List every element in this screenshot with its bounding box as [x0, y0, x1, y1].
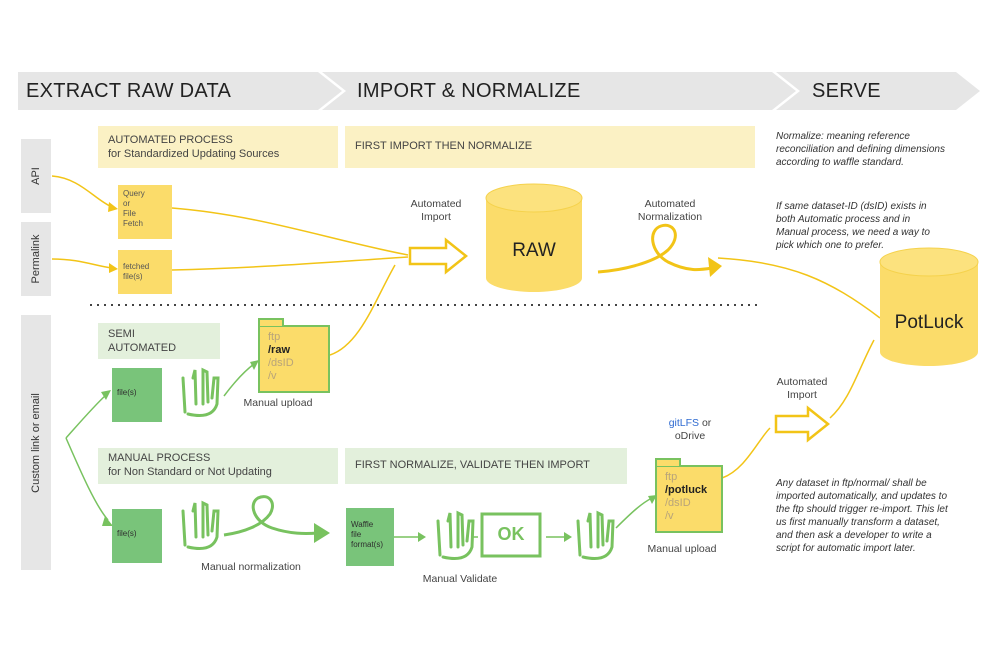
phase-chevron-serve: [776, 72, 980, 110]
hand-icon-manual: [181, 500, 220, 551]
semi-label-line1: SEMI: [108, 328, 135, 340]
potluck-folder-tab: [655, 458, 681, 466]
semi-file-doc: file(s): [112, 368, 162, 422]
manual-upload-label-1: Manual upload: [243, 397, 313, 409]
first-normalize-box: FIRST NORMALIZE, VALIDATE THEN IMPORT: [345, 448, 627, 484]
first-import-label: FIRST IMPORT THEN NORMALIZE: [355, 140, 533, 152]
hand-icon-validate: [436, 510, 475, 561]
potluck-folder: ftp /potluck /dsID /v: [655, 465, 723, 533]
first-import-box: FIRST IMPORT THEN NORMALIZE: [345, 126, 755, 168]
side-label-custom: Custom link or email: [21, 315, 51, 570]
api-to-query-arrow: [51, 175, 113, 208]
phase-extract-label: EXTRACT RAW DATA: [26, 80, 232, 102]
semi-label-line2: AUTOMATED: [108, 342, 177, 354]
manual-process-subtitle: for Non Standard or Not Updating: [108, 466, 272, 478]
phase-chevron-import: [322, 72, 796, 110]
ok-box: [480, 512, 542, 558]
manual-process-title: MANUAL PROCESS: [108, 452, 211, 464]
automated-process-title: AUTOMATED PROCESS: [108, 134, 233, 146]
first-normalize-label: FIRST NORMALIZE, VALIDATE THEN IMPORT: [355, 459, 590, 471]
potluck-cylinder-label: PotLuck: [894, 312, 964, 333]
manual-normalization-label: Manual normalization: [201, 561, 301, 573]
manual-normalization-loop: [223, 495, 319, 537]
manual-upload-label-2: Manual upload: [647, 543, 717, 555]
custom-to-semi-file: [65, 394, 107, 439]
serve-import-to-potluck: [829, 339, 875, 419]
manual-file-doc: file(s): [112, 509, 162, 563]
custom-to-manual-file: [65, 437, 109, 521]
serve-import-arrow: [774, 405, 831, 443]
hand-to-potluck-folder-arrow: [615, 497, 653, 529]
side-label-permalink: Permalink: [21, 222, 51, 296]
potluck-folder-to-serve: [721, 427, 771, 479]
raw-folder-tab: [258, 318, 284, 326]
hand-icon-semi: [181, 367, 220, 418]
semi-automated-box: SEMI AUTOMATED: [98, 323, 220, 359]
normalization-loop-arrow: [597, 223, 713, 274]
manual-validate-label: Manual Validate: [422, 573, 498, 585]
automated-process-box: AUTOMATED PROCESS for Standardized Updat…: [98, 126, 338, 168]
manual-normalization-arrowhead: [314, 523, 330, 543]
phase-import-label: IMPORT & NORMALIZE: [357, 80, 581, 102]
raw-folder-to-import-line: [329, 264, 396, 356]
automated-import-arrow: [408, 237, 469, 275]
side-label-api: API: [21, 139, 51, 213]
raw-folder: ftp /raw /dsID /v: [258, 325, 330, 393]
gitlfs-label: gitLFS or oDrive: [668, 417, 712, 442]
fetched-to-import-line: [171, 256, 409, 271]
automated-process-subtitle: for Standardized Updating Sources: [108, 148, 280, 160]
phase-chevron-extract: [18, 72, 342, 110]
hand-icon-upload: [576, 510, 615, 561]
query-to-import-line: [171, 207, 409, 256]
normalized-to-potluck-line: [717, 257, 881, 319]
raw-cylinder-label: RAW: [512, 240, 556, 261]
ok-label: OK: [497, 524, 525, 544]
raw-cylinder: [485, 183, 583, 292]
phase-serve-label: SERVE: [812, 80, 881, 102]
potluck-cylinder: [879, 247, 979, 366]
permalink-to-fetched-arrow: [51, 258, 113, 269]
hand-to-raw-folder-arrow: [223, 363, 255, 397]
manual-process-box: MANUAL PROCESS for Non Standard or Not U…: [98, 448, 338, 484]
